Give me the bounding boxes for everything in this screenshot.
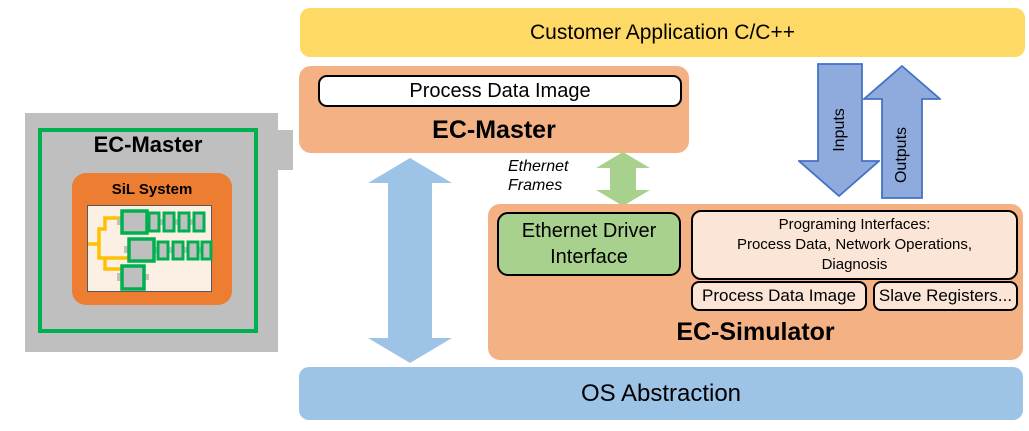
customer-application-label: Customer Application C/C++ — [530, 20, 795, 44]
ec-simulator-box: Ethernet Driver Interface Programing Int… — [488, 204, 1023, 360]
inputs-arrow-label-wrap: Inputs — [810, 95, 870, 165]
customer-application-bar: Customer Application C/C++ — [300, 8, 1025, 57]
ec-simulator-title: EC-Simulator — [676, 317, 835, 346]
process-data-image-box: Process Data Image — [318, 75, 682, 107]
outputs-arrow-label-wrap: Outputs — [872, 120, 932, 190]
inputs-label: Inputs — [831, 108, 848, 152]
ethernet-frames-double-arrow-icon — [596, 152, 650, 206]
device-green-frame — [38, 128, 258, 333]
programming-interfaces-box: Programing Interfaces: Process Data, Net… — [691, 210, 1018, 280]
ec-master-os-double-arrow-icon — [368, 158, 452, 363]
process-data-image-label: Process Data Image — [409, 79, 591, 102]
outputs-label: Outputs — [893, 126, 910, 184]
sim-process-data-image-box: Process Data Image — [691, 281, 867, 311]
ec-master-title: EC-Master — [432, 115, 556, 144]
ec-master-box: Process Data Image EC-Master — [299, 66, 689, 153]
os-abstraction-bar: OS Abstraction — [299, 367, 1023, 420]
ethernet-frames-label: Ethernet Frames — [508, 158, 569, 194]
slave-registers-box: Slave Registers... — [873, 281, 1018, 311]
sil-network-panel — [87, 205, 213, 292]
sil-system-title: SiL System — [111, 180, 193, 198]
ethernet-driver-interface-box: Ethernet Driver Interface — [497, 212, 681, 276]
device-title: EC-Master — [93, 132, 203, 157]
device-connector-tab — [278, 130, 293, 170]
ethercat-network-icon — [88, 209, 213, 291]
os-abstraction-label: OS Abstraction — [580, 379, 742, 407]
